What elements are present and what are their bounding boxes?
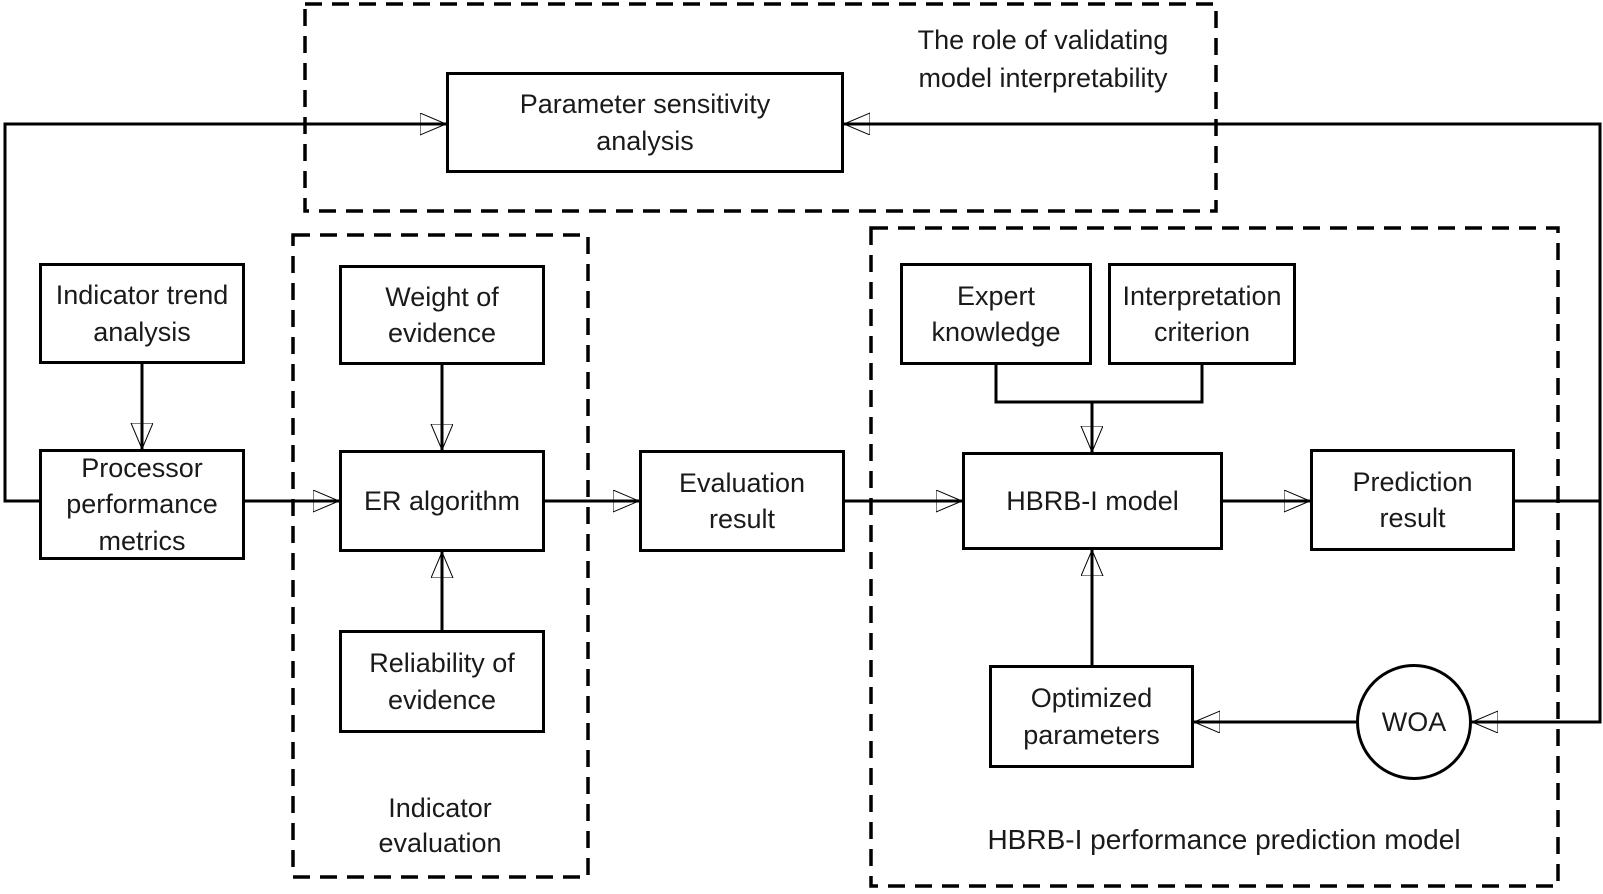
validation-container-label: The role of validating model interpretab… <box>917 25 1169 93</box>
feedback-right-to-woa <box>1472 501 1602 722</box>
node-expert-knowledge-label: Expert knowledge <box>931 280 1061 347</box>
node-parameter-sensitivity-analysis-label: Parameter sensitivity analysis <box>519 89 771 156</box>
feedback-right-to-sensitivity <box>844 124 1602 503</box>
node-prediction-result: Prediction result <box>1310 449 1515 551</box>
node-optimized-parameters-label: Optimized parameters <box>1023 683 1160 750</box>
node-hbrb-i-model-label: HBRB-I model <box>1006 485 1179 516</box>
feedback-left-to-sensitivity <box>3 124 446 503</box>
merge-connector <box>994 365 1204 404</box>
node-weight-of-evidence-label: Weight of evidence <box>385 281 499 348</box>
node-indicator-trend-analysis: Indicator trend analysis <box>39 263 245 364</box>
indicator-evaluation-container-border <box>291 233 590 879</box>
node-reliability-of-evidence: Reliability of evidence <box>339 630 545 733</box>
node-prediction-result-label: Prediction result <box>1352 466 1473 533</box>
indicator-evaluation-container-label: Indicator evaluation <box>378 793 502 859</box>
node-evaluation-result: Evaluation result <box>639 450 845 552</box>
node-interpretation-criterion: Interpretation criterion <box>1108 263 1296 365</box>
node-processor-performance-metrics-label: Processor performance metrics <box>66 452 218 556</box>
prediction-model-container-label: HBRB-I performance prediction model <box>987 824 1461 855</box>
node-woa-label: WOA <box>1381 706 1447 737</box>
node-weight-of-evidence: Weight of evidence <box>339 265 545 365</box>
node-reliability-of-evidence-label: Reliability of evidence <box>369 648 515 715</box>
node-interpretation-criterion-label: Interpretation criterion <box>1122 280 1282 347</box>
node-hbrb-i-model: HBRB-I model <box>962 452 1223 550</box>
node-parameter-sensitivity-analysis: Parameter sensitivity analysis <box>446 72 844 173</box>
node-er-algorithm-label: ER algorithm <box>363 485 521 516</box>
node-expert-knowledge: Expert knowledge <box>900 263 1092 365</box>
node-er-algorithm: ER algorithm <box>339 450 545 552</box>
node-processor-performance-metrics: Processor performance metrics <box>39 449 245 560</box>
node-woa-circle: WOA <box>1356 664 1472 780</box>
node-optimized-parameters: Optimized parameters <box>989 665 1194 768</box>
prediction-model-container-border <box>869 226 1560 888</box>
node-indicator-trend-analysis-label: Indicator trend analysis <box>55 280 229 347</box>
node-evaluation-result-label: Evaluation result <box>678 467 806 534</box>
validation-container-border <box>303 2 1218 213</box>
